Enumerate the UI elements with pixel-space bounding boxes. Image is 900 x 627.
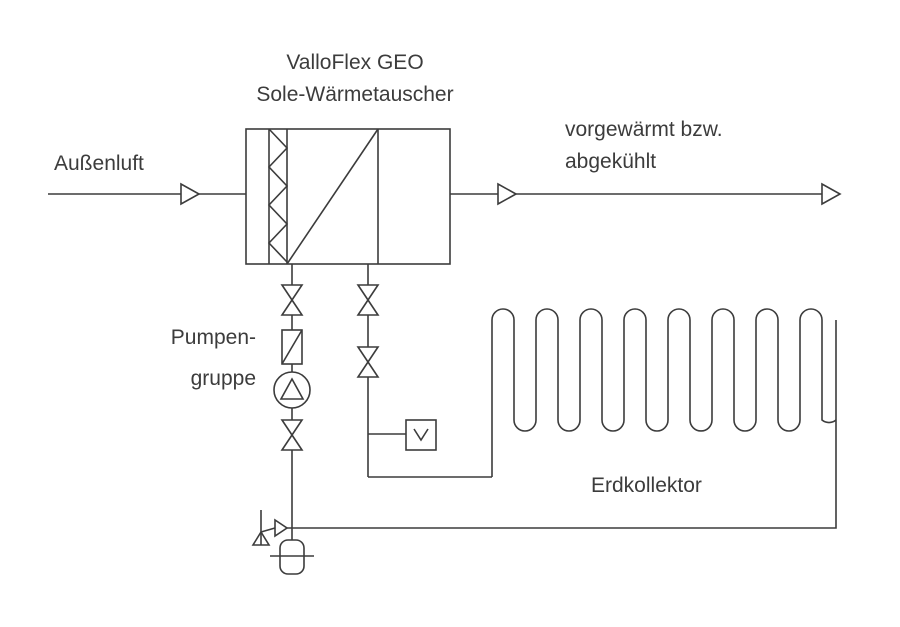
- safety-valve-icon: [251, 510, 289, 546]
- arrow-icon: [497, 182, 518, 206]
- valve-icon: [280, 284, 304, 316]
- heat-exchanger: [245, 128, 451, 265]
- collector-label: Erdkollektor: [591, 474, 702, 497]
- device-title-line2: Sole-Wärmetauscher: [256, 83, 453, 106]
- inlet-label: Außenluft: [54, 152, 144, 175]
- valve-icon: [356, 346, 380, 378]
- brine-pipes: [275, 264, 837, 542]
- arrow-icon: [821, 182, 842, 206]
- exchanger-diagonal: [286, 128, 379, 265]
- filter-zigzag: [267, 128, 289, 263]
- pump-group-label-line2: gruppe: [191, 367, 256, 390]
- check-valve-icon: [405, 419, 437, 451]
- ground-collector-coil: [491, 308, 837, 477]
- filter-icon: [281, 329, 303, 365]
- outlet-label-line1: vorgewärmt bzw.: [565, 118, 723, 141]
- outlet-label-line2: abgekühlt: [565, 150, 656, 173]
- pump-icon: [273, 371, 311, 409]
- air-inlet-line: [48, 182, 246, 206]
- pump-group-label-line1: Pumpen-: [171, 326, 256, 349]
- air-outlet-line: [450, 182, 842, 206]
- valve-icon: [280, 419, 304, 451]
- expansion-vessel-icon: [270, 539, 314, 575]
- device-title-line1: ValloFlex GEO: [286, 51, 423, 74]
- arrow-icon: [180, 182, 201, 206]
- valve-icon: [356, 284, 380, 316]
